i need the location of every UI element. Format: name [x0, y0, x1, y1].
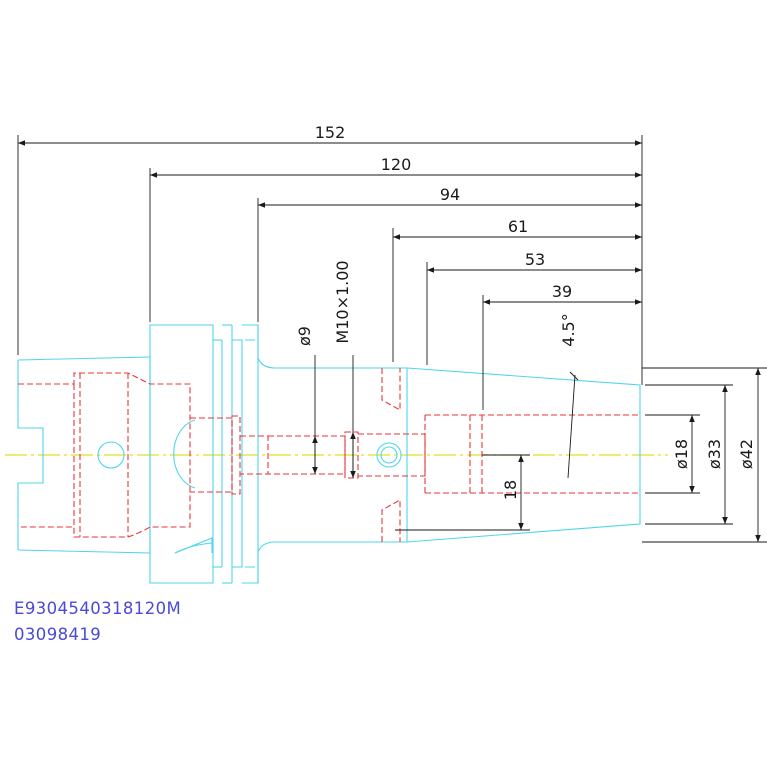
part-code-line-1: E9304540318120M	[14, 599, 182, 618]
dim-39: 39	[552, 282, 572, 301]
dim-152: 152	[315, 123, 346, 142]
dim-94: 94	[440, 185, 460, 204]
dim-61: 61	[508, 217, 528, 236]
dim-angle: 4.5°	[559, 313, 578, 346]
dim-dia-42: ø42	[737, 439, 756, 469]
part-outline	[17, 324, 641, 584]
dim-dia-33: ø33	[705, 439, 724, 469]
dim-dia-18: ø18	[672, 439, 691, 469]
dimension-lines	[17, 135, 767, 543]
dim-dia-9: ø9	[295, 326, 314, 346]
dim-18: 18	[501, 480, 520, 500]
dim-thread-m10: M10×1.00	[333, 260, 352, 343]
dim-53: 53	[525, 250, 545, 269]
hidden-lines	[18, 368, 640, 542]
dim-120: 120	[381, 155, 412, 174]
part-code-line-2: 03098419	[14, 625, 102, 644]
